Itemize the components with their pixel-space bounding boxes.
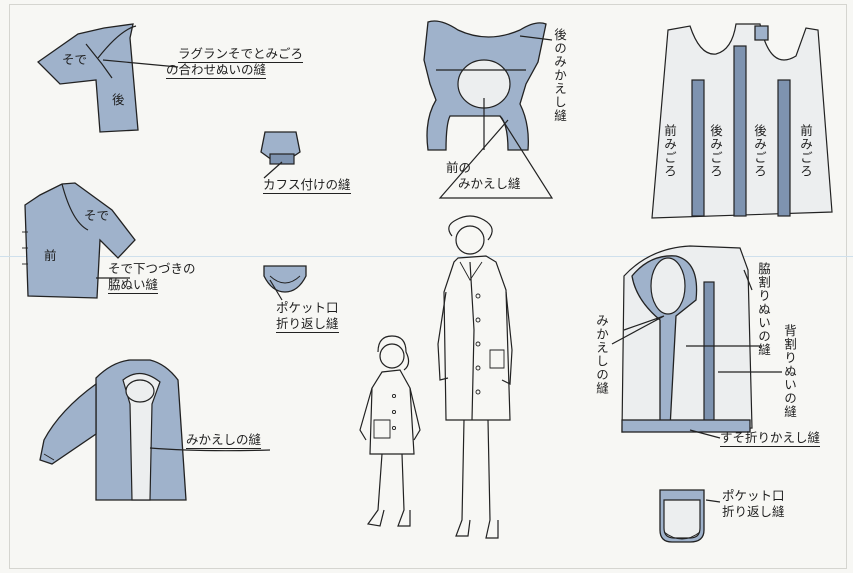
side-seam-label: 脇割りぬいの縫: [756, 262, 771, 357]
cuff-piece: [260, 131, 301, 179]
bodice-label-front-left: 前みごろ: [662, 124, 677, 178]
front-label: 前: [44, 248, 57, 263]
sleeve-label: そで: [62, 52, 88, 67]
back-facing-piece: [423, 20, 554, 199]
sleeve-label-2: そで: [84, 208, 110, 223]
bodice-label-front-right: 前みごろ: [798, 124, 813, 178]
underarm-seam-label-2: 脇ぬい縫: [108, 277, 159, 294]
scan-line: [0, 256, 853, 257]
pocket-opening-label-3: ポケット口: [722, 488, 785, 503]
cuff-seam-label: カフス付けの縫: [263, 177, 351, 194]
pocket-opening-label-1: ポケット口: [276, 300, 339, 315]
bodice-label-back-right: 後みごろ: [752, 124, 767, 178]
front-facing-label-1: 前の: [446, 160, 472, 175]
back-label: 後: [112, 92, 125, 107]
facing-seam-label-right: みかえしの縫: [594, 314, 609, 395]
raglan-piece: [36, 23, 179, 133]
hem-seam-label: すそ折りかえし縫: [720, 430, 821, 447]
raglan-seam-label-1: ラグランそでとみごろ: [178, 46, 304, 63]
side-seam-pattern: [611, 245, 782, 439]
pocket-opening-label-2: 折り返し縫: [276, 316, 339, 333]
front-facing-label-2: みかえし縫: [458, 176, 521, 191]
bodice-label-back-left: 後みごろ: [708, 124, 723, 178]
woman-figure: [437, 215, 513, 539]
underarm-seam-label-1: そで下つづきの: [108, 261, 196, 276]
underarm-piece: [22, 182, 136, 299]
jacket-piece: [39, 359, 271, 501]
pocket-piece-large: [659, 489, 721, 543]
girl-figure: [359, 335, 421, 527]
bodice-pattern: [651, 23, 833, 219]
pocket-piece-small: [263, 265, 307, 301]
back-seam-label: 背割りぬいの縫: [782, 324, 797, 419]
page-frame: [9, 4, 847, 569]
pocket-opening-label-4: 折り返し縫: [722, 504, 785, 519]
raglan-seam-label-2: の合わせぬいの縫: [166, 62, 267, 79]
back-facing-label: 後のみかえし縫: [552, 28, 567, 123]
facing-seam-label: みかえしの縫: [186, 432, 262, 449]
